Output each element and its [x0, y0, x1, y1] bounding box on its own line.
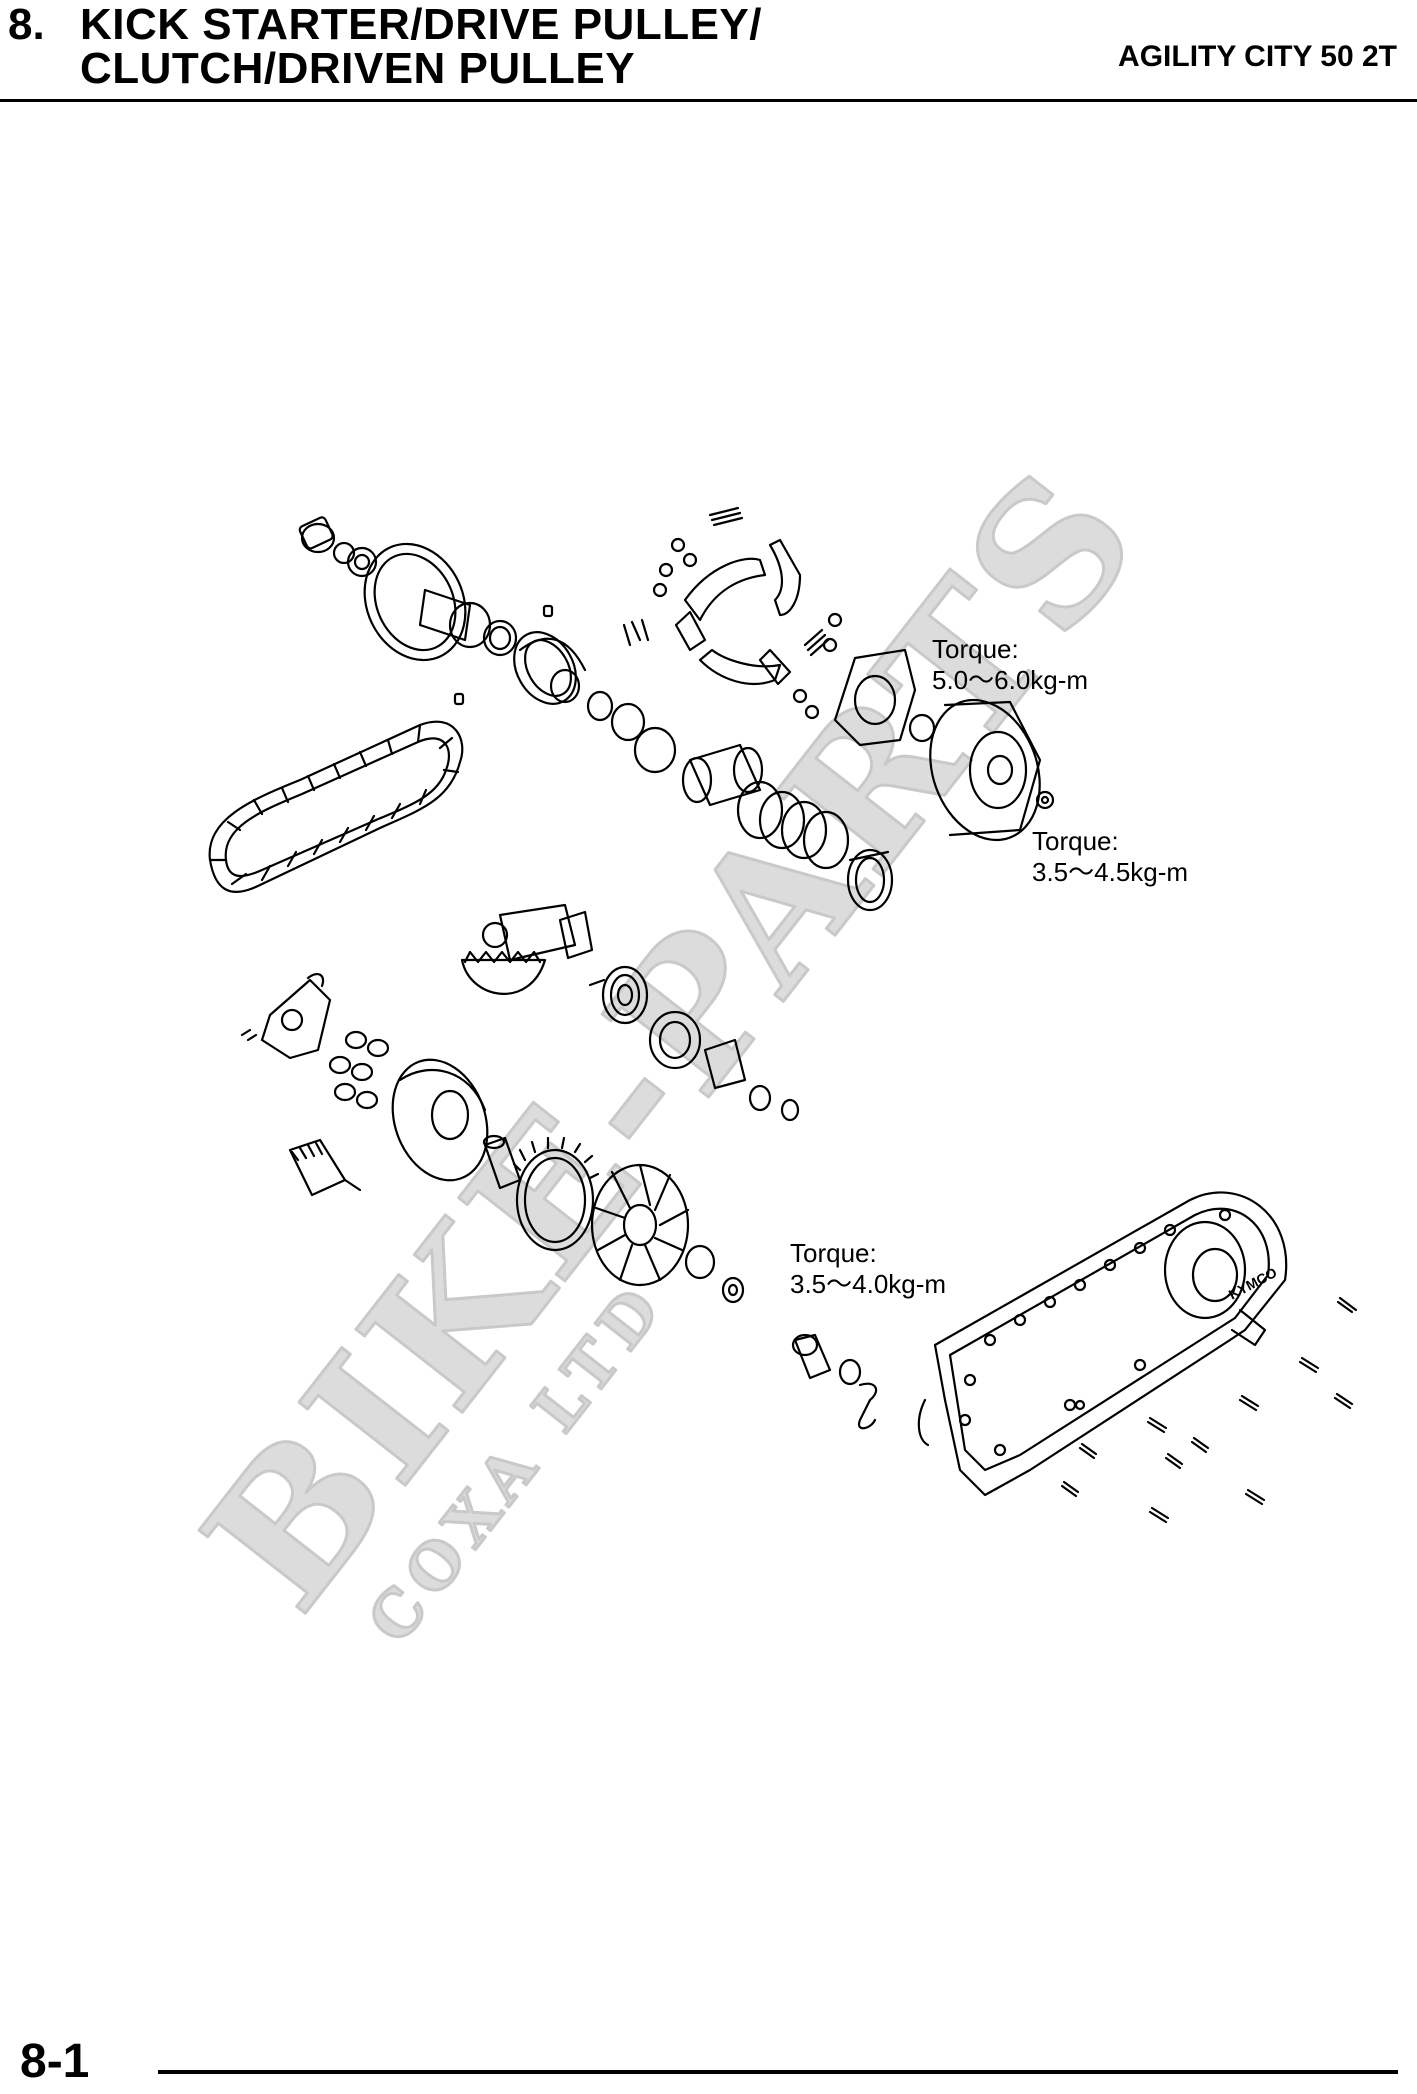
page-title-line-1: KICK STARTER/DRIVE PULLEY/ — [80, 0, 763, 49]
torque-value: 5.0～6.0kg-m — [932, 665, 1089, 695]
torque-label: Torque: — [790, 1238, 877, 1268]
torque-callout-drive-nut: Torque: 3.5～4.0kg-m — [790, 1238, 946, 1300]
driven-collar — [681, 743, 764, 807]
clutch-shoes — [674, 506, 830, 686]
movable-drive-face — [391, 1058, 489, 1182]
small-pins — [453, 604, 554, 706]
small-nuts — [622, 537, 843, 720]
drive-belt — [208, 720, 464, 893]
kick-bushing-washers — [648, 1010, 800, 1122]
page-number: 8-1 — [20, 2035, 90, 2088]
watermark-brand: BIKE-PARTS — [163, 429, 1182, 1647]
clutch-drive-plate — [833, 648, 936, 747]
starter-pinion — [288, 1138, 362, 1197]
page-title-line-2: CLUTCH/DRIVEN PULLEY — [80, 44, 636, 93]
torque-value: 3.5～4.5kg-m — [1032, 857, 1189, 887]
clutch-spring — [736, 780, 850, 870]
torque-callout-clutch-nut: Torque: 3.5～4.5kg-m — [1032, 826, 1188, 888]
parts-illustration: BIKE-PARTS COXA LTD — [161, 427, 1358, 1658]
footer-divider — [158, 2070, 1398, 2074]
clutch-outer — [929, 698, 1055, 842]
torque-label: Torque: — [932, 634, 1019, 664]
kick-starter-spindle — [460, 903, 594, 995]
starter-ring-gear — [512, 1136, 600, 1252]
kick-driven-gear — [791, 1333, 878, 1430]
header-divider — [0, 99, 1417, 102]
kick-spring — [588, 965, 649, 1025]
left-crankcase-cover: KYMCO — [917, 1191, 1288, 1497]
movable-drive-face-boss — [363, 542, 518, 662]
torque-label: Torque: — [1032, 826, 1119, 856]
torque-value: 3.5～4.0kg-m — [790, 1269, 947, 1299]
ramp-plate — [240, 973, 332, 1060]
drive-face-bearing — [298, 516, 378, 578]
drive-pulley-face — [513, 631, 587, 705]
exploded-parts-diagram: BIKE-PARTS COXA LTD — [0, 104, 1417, 2004]
model-name: AGILITY CITY 50 2T — [1118, 40, 1397, 73]
fan-nut-washer — [684, 1244, 745, 1304]
oring-seals — [586, 690, 677, 774]
page-header: 8. KICK STARTER/DRIVE PULLEY/ CLUTCH/DRI… — [0, 0, 1417, 104]
seal-collar — [846, 848, 894, 912]
weight-rollers — [328, 1030, 390, 1110]
section-number: 8. — [8, 0, 45, 49]
cooling-fan — [590, 1163, 690, 1287]
cover-bolts — [1060, 1296, 1358, 1524]
torque-callout-clutch: Torque: 5.0～6.0kg-m — [932, 634, 1088, 696]
